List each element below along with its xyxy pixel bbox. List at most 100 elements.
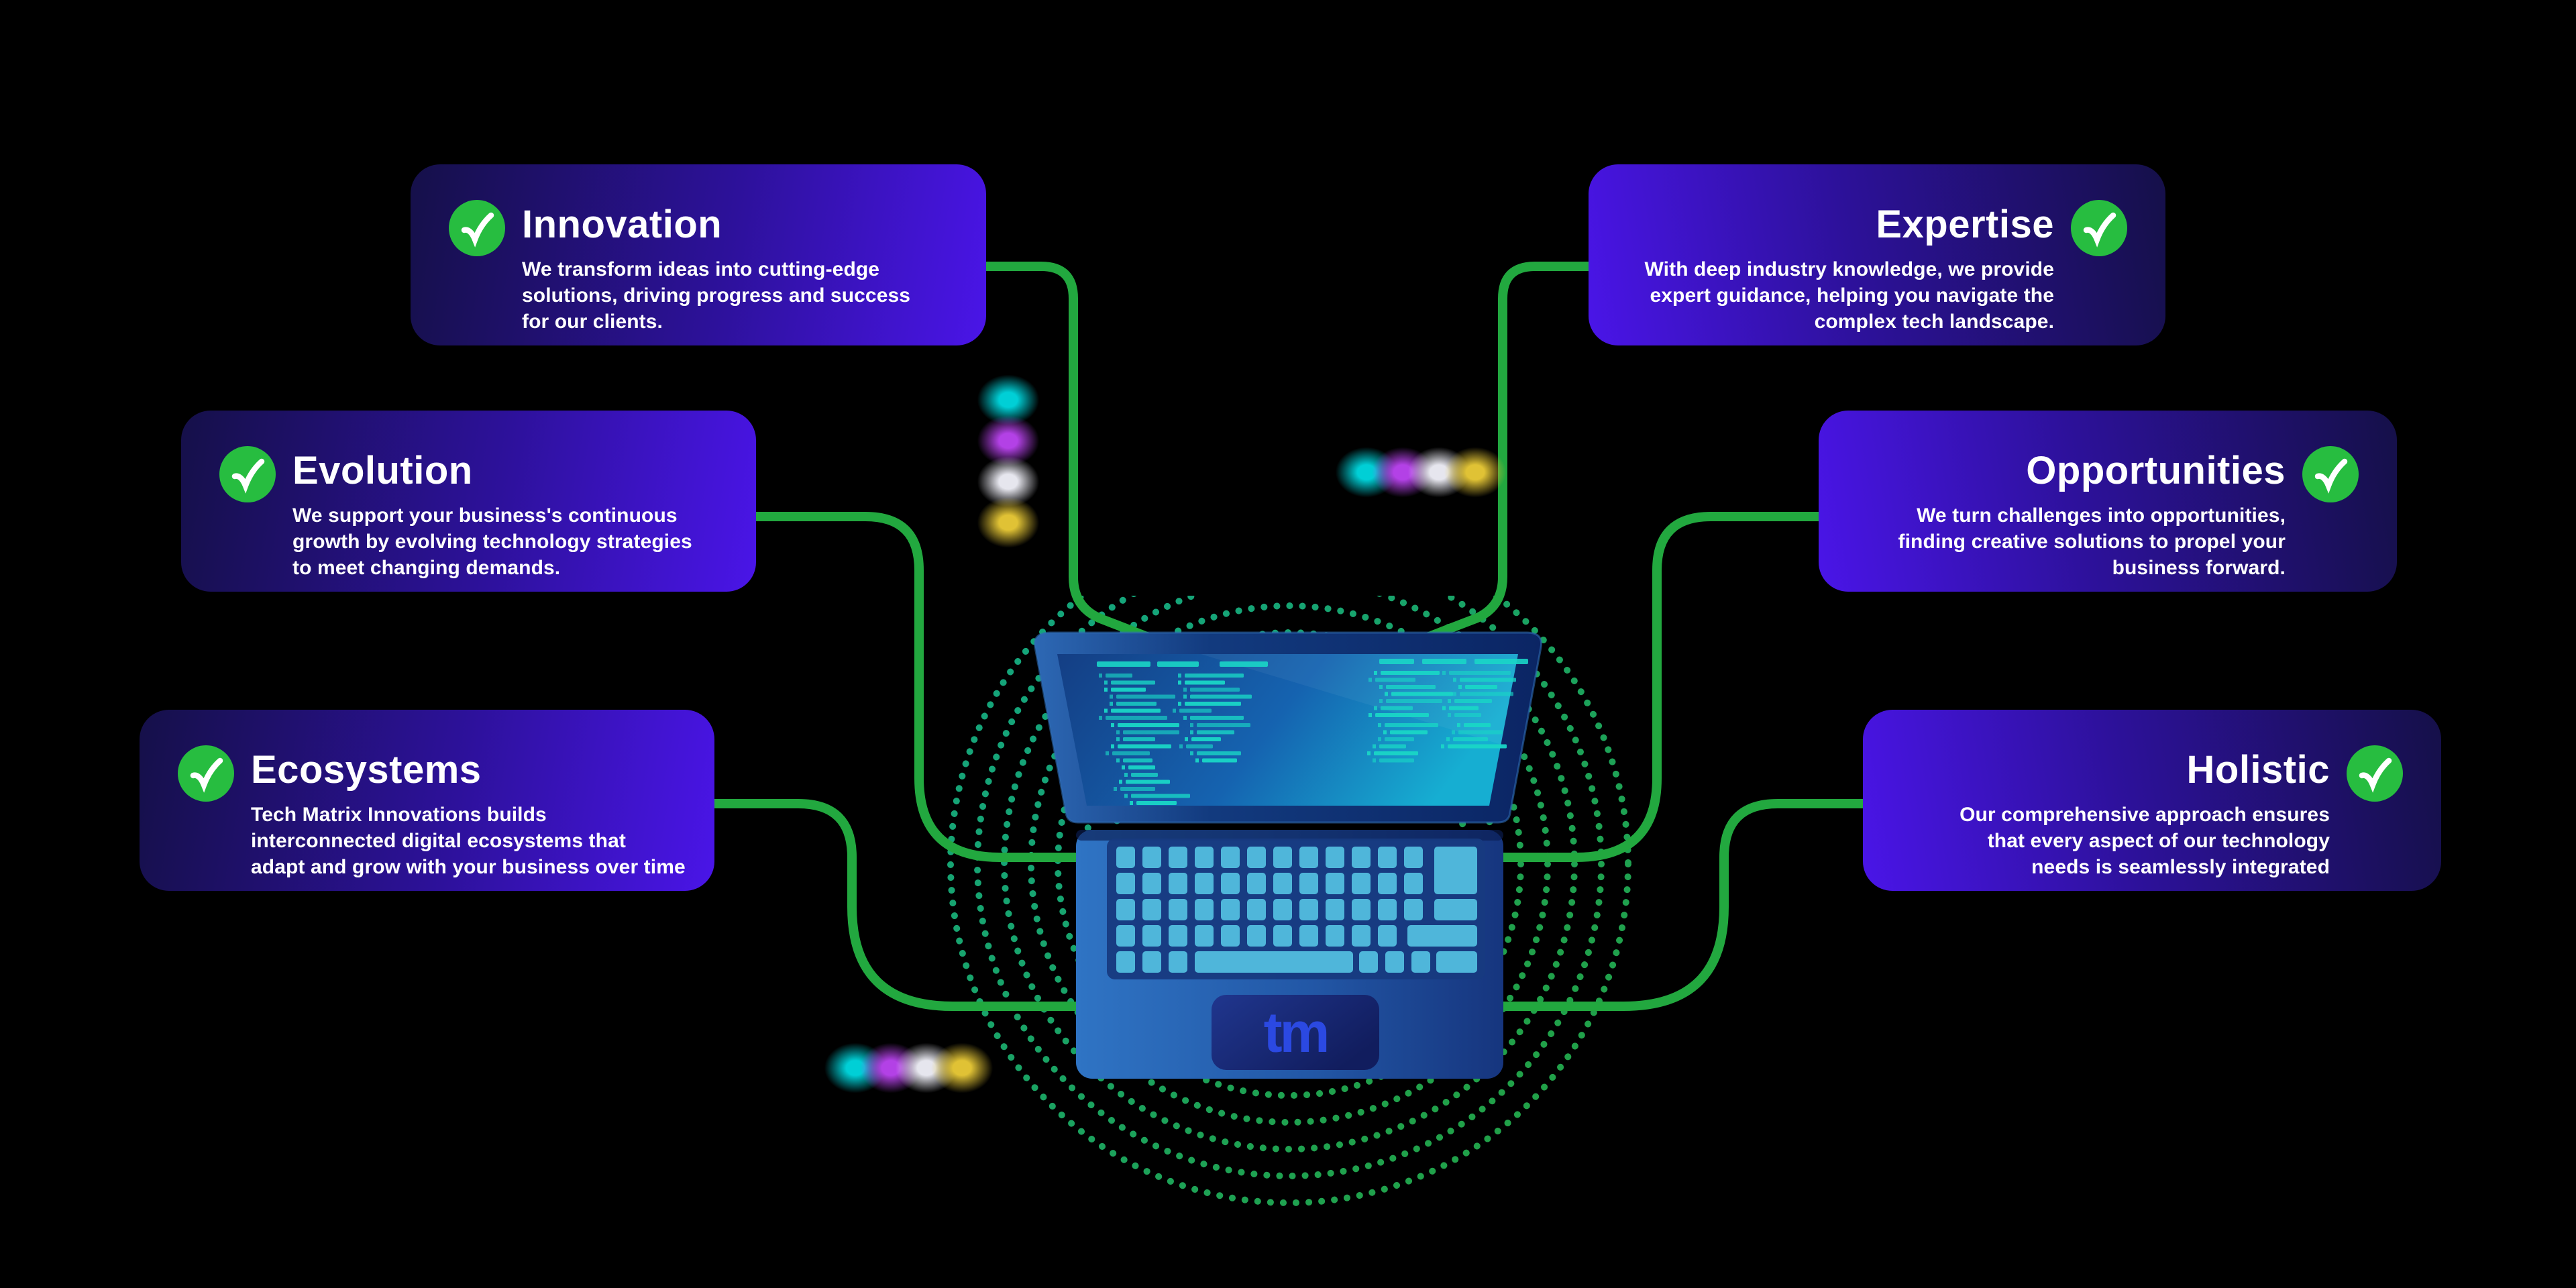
code-line [1190,694,1252,699]
keyboard-key [1352,899,1371,920]
check-icon [2302,446,2359,502]
dotted-ring [1028,602,1551,1126]
keyboard-key [1169,899,1187,920]
code-line [1379,758,1414,763]
code-line-tick [1111,744,1114,749]
laptop-illustration: tm [1033,631,1543,1079]
card-opportunities: Opportunities We turn challenges into op… [1819,411,2397,592]
code-line [1385,723,1438,727]
code-line-tick [1457,723,1460,727]
keyboard-key [1359,951,1378,973]
keyboard-key [1273,847,1292,868]
code-line [1390,730,1428,735]
dotted-ring [947,596,1631,1206]
keyboard-key [1299,925,1318,947]
check-icon [449,200,505,256]
code-line-tick [1453,692,1456,696]
code-line [1454,699,1492,703]
keyboard-key [1404,847,1423,868]
code-tab-bar [1220,661,1268,667]
keyboard-key [1116,951,1135,973]
keyboard-key [1407,925,1477,947]
code-line-tick [1378,737,1381,741]
code-line-tick [1185,737,1188,741]
code-line [1190,716,1244,720]
code-line [1391,692,1453,696]
code-line-tick [1448,713,1451,717]
keyboard-key [1326,873,1344,894]
keyboard-key [1434,847,1477,894]
keyboard-key [1169,951,1187,973]
code-line [1120,787,1155,791]
code-line [1386,685,1436,689]
keyboard-key [1378,899,1397,920]
code-line [1106,674,1132,678]
code-line [1197,730,1234,735]
card-expertise: Expertise With deep industry knowledge, … [1589,164,2165,345]
code-line [1131,773,1158,777]
keyboard-key [1247,925,1266,947]
code-line [1118,723,1179,727]
connector-ecosystems [700,799,1088,1011]
code-line-tick [1190,751,1193,755]
code-line [1464,723,1491,727]
keyboard-key [1116,847,1135,868]
code-line-tick [1374,671,1377,675]
card-evolution: Evolution We support your business's con… [181,411,756,592]
screen-code-lines [1097,659,1528,805]
keyboard-key [1378,873,1397,894]
code-line [1381,671,1440,675]
code-line-tick [1374,706,1377,710]
keyboard-key [1142,873,1161,894]
code-line [1449,671,1511,675]
code-line [1385,737,1414,741]
code-line-tick [1122,765,1125,769]
card-expertise-title: Expertise [1876,203,2054,246]
check-icon [219,446,276,502]
code-line-tick [1195,758,1199,763]
code-line-tick [1110,702,1113,706]
check-icon [2347,745,2403,802]
keyboard-key [1247,847,1266,868]
code-line-tick [1190,723,1193,727]
code-line [1186,744,1213,749]
keyboard-key [1404,873,1423,894]
code-line-tick [1368,678,1372,682]
code-line-tick [1124,794,1128,798]
code-line-tick [1106,751,1109,755]
code-tab-bar [1097,661,1150,667]
keyboard-key [1273,925,1292,947]
code-line [1375,713,1429,717]
code-line [1185,674,1244,678]
code-line [1190,688,1240,692]
code-line [1379,744,1406,749]
keyboard-key [1411,951,1430,973]
card-opportunities-title: Opportunities [2026,449,2286,492]
code-line-tick [1124,773,1128,777]
code-line-tick [1379,699,1383,703]
code-line [1375,678,1415,682]
code-line [1202,758,1237,763]
code-line-tick [1104,680,1108,685]
code-line [1111,680,1155,685]
code-line-tick [1116,730,1120,735]
code-line-tick [1373,744,1376,749]
keyboard-key [1195,847,1214,868]
card-ecosystems-title: Ecosystems [251,748,482,792]
code-line [1449,706,1479,710]
card-holistic-body: Our comprehensive approach ensures that … [1960,803,2330,878]
code-line [1460,678,1516,682]
code-line [1131,794,1190,798]
keyboard-key [1299,873,1318,894]
code-line-tick [1453,678,1456,682]
keyboard-key [1352,873,1371,894]
keyboard-key [1142,951,1161,973]
code-tab-bar [1157,661,1199,667]
keyboard-key [1436,951,1477,973]
code-line [1197,751,1241,755]
keyboard-key [1195,925,1214,947]
card-opportunities-body: We turn challenges into opportunities, f… [1898,504,2286,579]
code-line-tick [1379,685,1383,689]
